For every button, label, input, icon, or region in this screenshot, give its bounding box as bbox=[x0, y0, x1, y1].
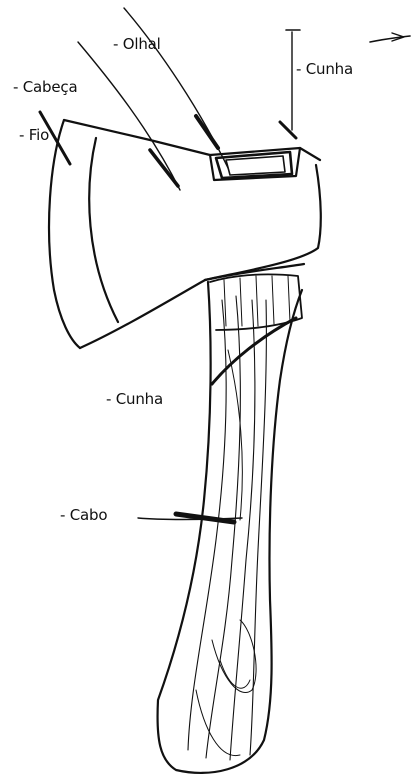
label-cabeca: - Cabeça bbox=[13, 80, 77, 95]
label-cabo: - Cabo bbox=[60, 508, 107, 523]
axe-eye bbox=[216, 152, 292, 178]
axe-head bbox=[49, 120, 321, 348]
label-olhal: - Olhal bbox=[113, 37, 161, 52]
label-cunha-top: - Cunha bbox=[296, 62, 353, 77]
label-fio: - Fio bbox=[19, 128, 49, 143]
label-cunha-mid: - Cunha bbox=[106, 392, 163, 407]
